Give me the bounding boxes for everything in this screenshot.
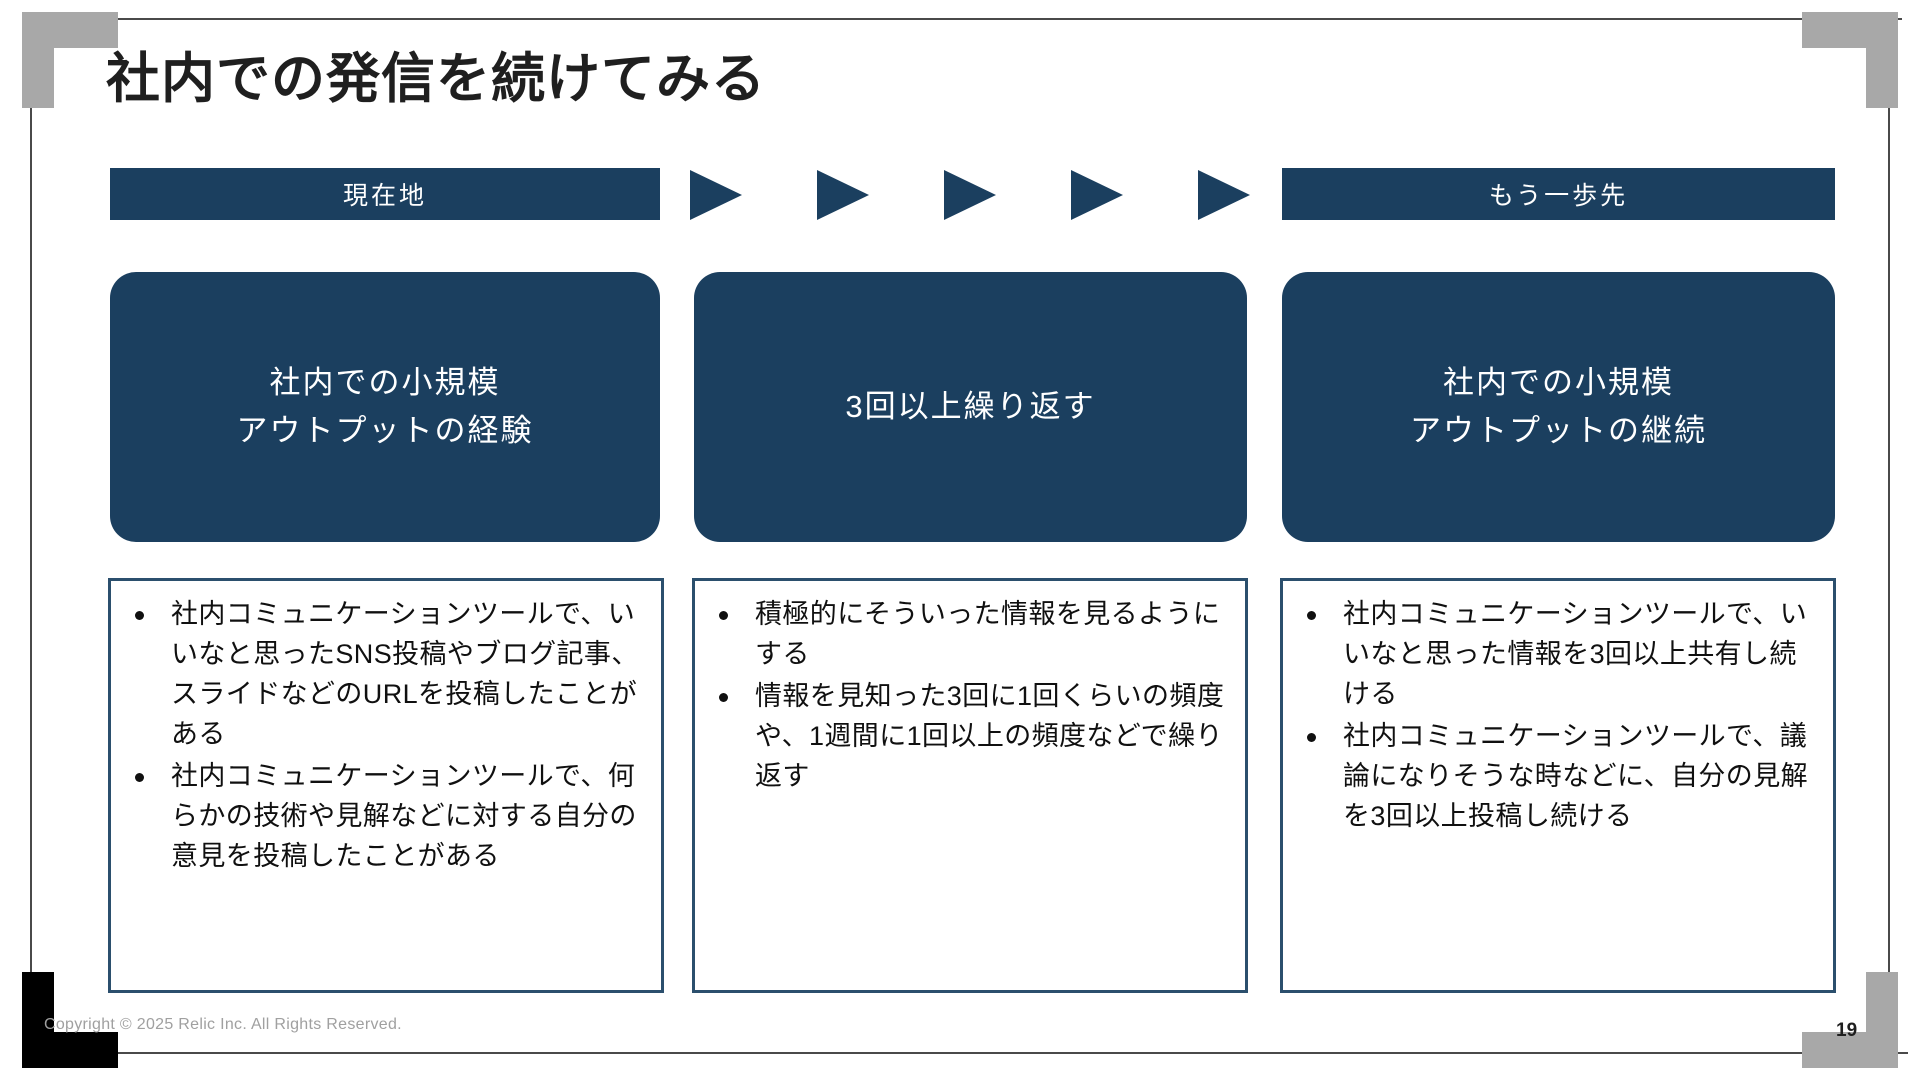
bullet-dot-icon	[1307, 732, 1316, 742]
corner-bar-vertical	[22, 12, 54, 108]
list-item: 社内コミュニケーションツールで、何らかの技術や見解などに対する自分の意見を投稿し…	[121, 757, 645, 877]
list-item: 社内コミュニケーションツールで、議論になりそうな時などに、自分の見解を3回以上投…	[1293, 717, 1817, 837]
bullet-list: 社内コミュニケーションツールで、いいなと思ったSNS投稿やブログ記事、スライドな…	[121, 595, 645, 877]
triangle-right-icon	[1198, 170, 1250, 220]
card-current-experience-text: 社内での小規模 アウトプットの経験	[236, 364, 534, 448]
bullet-box-repeat-method: 積極的にそういった情報を見るようにする 情報を見知った3回に1回くらいの頻度や、…	[692, 578, 1248, 993]
triangle-right-icon	[817, 170, 869, 220]
list-item-text: 社内コミュニケーションツールで、議論になりそうな時などに、自分の見解を3回以上投…	[1343, 720, 1808, 831]
triangle-right-icon	[1071, 170, 1123, 220]
bullet-dot-icon	[135, 611, 144, 620]
card-repeat-three-times: 3回以上繰り返す	[694, 272, 1247, 542]
list-item-text: 社内コミュニケーションツールで、いいなと思った情報を3回以上共有し続ける	[1343, 599, 1808, 709]
list-item: 積極的にそういった情報を見るようにする	[705, 595, 1229, 675]
bullet-box-current-state: 社内コミュニケーションツールで、いいなと思ったSNS投稿やブログ記事、スライドな…	[108, 578, 664, 993]
card-continued-output: 社内での小規模 アウトプットの継続	[1282, 272, 1835, 542]
list-item-text: 社内コミュニケーションツールで、何らかの技術や見解などに対する自分の意見を投稿し…	[171, 760, 637, 871]
header-bar-current-state: 現在地	[110, 168, 660, 220]
corner-bar-vertical	[22, 972, 54, 1068]
page-title: 社内での発信を続けてみる	[106, 49, 766, 109]
header-bar-current-state-label: 現在地	[342, 182, 427, 210]
corner-bar-vertical	[1866, 972, 1898, 1068]
corner-bar-vertical	[1866, 12, 1898, 108]
triangle-right-icon	[690, 170, 742, 220]
list-item-text: 情報を見知った3回に1回くらいの頻度や、1週間に1回以上の頻度などで繰り返す	[755, 680, 1225, 791]
bullet-dot-icon	[1307, 611, 1316, 620]
list-item: 情報を見知った3回に1回くらいの頻度や、1週間に1回以上の頻度などで繰り返す	[705, 677, 1229, 797]
bullet-dot-icon	[135, 772, 144, 782]
card-current-experience: 社内での小規模 アウトプットの経験	[110, 272, 660, 542]
list-item: 社内コミュニケーションツールで、いいなと思った情報を3回以上共有し続ける	[1293, 595, 1817, 715]
card-repeat-three-times-text: 3回以上繰り返す	[845, 388, 1096, 424]
frame-line-left	[30, 24, 32, 1054]
corner-bracket-bottom-left	[22, 972, 118, 1068]
corner-bracket-top-left	[22, 12, 118, 108]
arrow-progression	[690, 170, 1250, 220]
bullet-box-next-step: 社内コミュニケーションツールで、いいなと思った情報を3回以上共有し続ける 社内コ…	[1280, 578, 1836, 993]
corner-bracket-bottom-right	[1802, 972, 1898, 1068]
header-bar-next-step: もう一歩先	[1282, 168, 1835, 220]
list-item: 社内コミュニケーションツールで、いいなと思ったSNS投稿やブログ記事、スライドな…	[121, 595, 645, 755]
bullet-list: 積極的にそういった情報を見るようにする 情報を見知った3回に1回くらいの頻度や、…	[705, 595, 1229, 797]
bullet-dot-icon	[719, 611, 728, 620]
card-continued-output-text: 社内での小規模 アウトプットの継続	[1410, 364, 1707, 448]
bullet-dot-icon	[719, 692, 728, 702]
list-item-text: 積極的にそういった情報を見るようにする	[755, 599, 1221, 669]
triangle-right-icon	[944, 170, 996, 220]
copyright-notice: Copyright © 2025 Relic Inc. All Rights R…	[44, 1016, 402, 1033]
bullet-list: 社内コミュニケーションツールで、いいなと思った情報を3回以上共有し続ける 社内コ…	[1293, 595, 1817, 837]
page-number: 19	[1836, 1020, 1858, 1041]
corner-bracket-top-right	[1802, 12, 1898, 108]
frame-line-bottom	[118, 1052, 1908, 1054]
frame-line-top	[112, 18, 1902, 20]
header-bar-next-step-label: もう一歩先	[1488, 182, 1629, 210]
frame-line-right	[1888, 24, 1890, 1054]
list-item-text: 社内コミュニケーションツールで、いいなと思ったSNS投稿やブログ記事、スライドな…	[171, 599, 639, 749]
